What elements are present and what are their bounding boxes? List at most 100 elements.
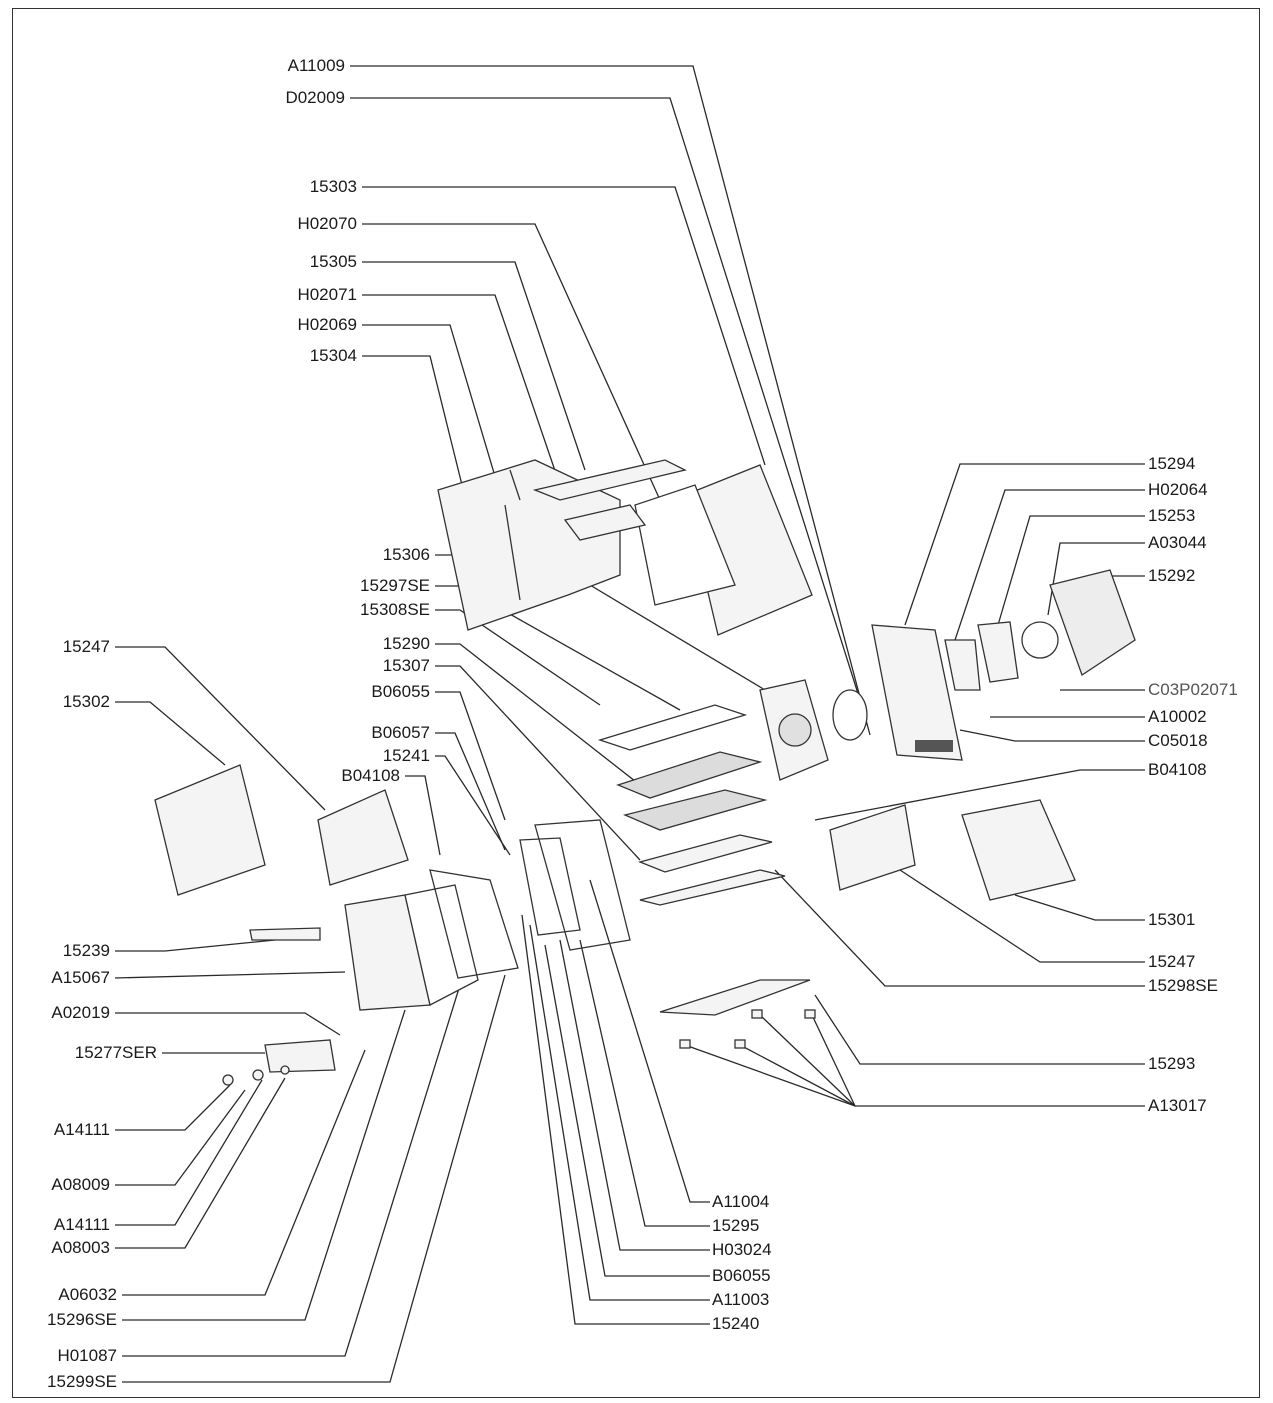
leader-15294	[904, 463, 1145, 626]
part-foot-2	[734, 1039, 746, 1049]
label-h02071: H02071	[297, 285, 357, 304]
leader-15305	[362, 261, 586, 471]
leader-d02009	[350, 97, 861, 701]
diagram-frame	[12, 8, 1260, 1398]
label-a06032: A06032	[58, 1285, 117, 1304]
label-b06055-bottom: B06055	[712, 1266, 771, 1285]
label-15294: 15294	[1148, 454, 1196, 473]
label-c05018: C05018	[1148, 731, 1208, 750]
label-a11003: A11003	[712, 1290, 770, 1309]
part-tray	[637, 834, 773, 873]
label-a11004: A11004	[712, 1192, 770, 1211]
leader-15304	[362, 355, 463, 486]
leader-a11004	[589, 879, 710, 1203]
label-a14111-b: A14111	[53, 1215, 110, 1234]
leader-b06057	[435, 732, 506, 851]
part-foot-4	[804, 1009, 816, 1019]
label-15308se: 15308SE	[360, 600, 430, 619]
part-seal-frame	[519, 837, 581, 936]
label-a14111-a: A14111	[53, 1120, 110, 1139]
leader-15247r	[899, 869, 1145, 963]
label-a03044: A03044	[1148, 533, 1207, 552]
leader-a08009	[115, 1089, 246, 1186]
part-control-housing	[264, 1039, 336, 1073]
leader-15299se	[122, 974, 506, 1383]
label-b06057: B06057	[371, 723, 430, 742]
label-h02069: H02069	[297, 315, 357, 334]
label-15253: 15253	[1148, 506, 1196, 525]
part-bottom-plate	[659, 979, 811, 1016]
leader-15293	[814, 994, 1145, 1065]
part-left-outer-panel	[154, 764, 266, 896]
label-h01087: H01087	[57, 1346, 117, 1365]
part-knob-3	[280, 1065, 290, 1075]
leader-15302	[115, 701, 226, 766]
leader-a15067	[114, 971, 346, 979]
leader-a13017	[684, 1044, 1145, 1107]
label-15297se: 15297SE	[360, 576, 430, 595]
leader-h02064	[954, 489, 1145, 641]
leader-a06032	[122, 1049, 366, 1296]
leader-b06055a	[435, 691, 506, 821]
leader-15307	[435, 665, 641, 861]
label-15305: 15305	[309, 252, 357, 271]
label-15306: 15306	[382, 545, 430, 564]
part-tray-15298se	[639, 869, 786, 906]
label-h02064: H02064	[1148, 480, 1208, 499]
part-door-glass	[404, 884, 479, 1006]
label-a15067: A15067	[51, 968, 110, 987]
label-a02019: A02019	[51, 1003, 110, 1022]
leader-b04108l	[405, 775, 441, 856]
leader-b04108r	[814, 769, 1145, 821]
part-side-rack-right	[829, 804, 916, 891]
label-15299se: 15299SE	[47, 1372, 117, 1391]
leader-a14111b	[115, 1079, 263, 1226]
part-foot-1	[679, 1039, 691, 1049]
label-15302: 15302	[62, 692, 110, 711]
part-board-h02064	[944, 639, 981, 691]
leader-15290	[435, 643, 641, 786]
label-h02070: H02070	[297, 214, 357, 233]
leader-a08003	[115, 1077, 286, 1249]
label-15292: 15292	[1148, 566, 1196, 585]
leader-c05018	[959, 729, 1145, 742]
part-inner-frame	[429, 869, 519, 979]
label-15307: 15307	[382, 656, 430, 675]
part-ring	[832, 689, 868, 741]
part-top-plate	[532, 459, 687, 501]
leader-lines	[114, 65, 1145, 1383]
part-heater-block	[1049, 569, 1136, 676]
part-handle	[249, 927, 321, 941]
label-a08003: A08003	[51, 1238, 110, 1257]
part-insulation	[634, 484, 736, 606]
leader-a13017c	[759, 1014, 856, 1107]
label-15247-left: 15247	[62, 637, 110, 656]
label-15290: 15290	[382, 634, 430, 653]
leader-h01087	[122, 984, 461, 1357]
part-control-panel	[871, 624, 963, 761]
leader-h03024	[559, 939, 710, 1251]
leader-15241	[435, 755, 511, 856]
leader-15308se	[435, 609, 601, 706]
label-h03024: H03024	[712, 1240, 772, 1259]
leader-15247l	[115, 646, 326, 811]
parts	[154, 459, 1136, 1086]
leader-a14111a	[115, 1084, 231, 1131]
label-15301: 15301	[1148, 910, 1196, 929]
leader-15303	[362, 186, 766, 466]
part-plate-h02071	[563, 504, 647, 541]
label-15298se: 15298SE	[1148, 976, 1218, 995]
label-15303: 15303	[309, 177, 357, 196]
part-right-outer-panel	[961, 799, 1076, 901]
leader-15240	[521, 914, 710, 1325]
part-board-15253	[977, 621, 1019, 683]
label-c03p02071: C03P02071	[1148, 680, 1238, 699]
leader-a11003	[529, 924, 710, 1301]
label-15293: 15293	[1148, 1054, 1196, 1073]
part-knob-1	[222, 1074, 234, 1086]
label-15295: 15295	[712, 1216, 760, 1235]
label-a10002: A10002	[1148, 707, 1207, 726]
part-foot-3	[751, 1009, 763, 1019]
leader-h02071	[362, 294, 566, 501]
